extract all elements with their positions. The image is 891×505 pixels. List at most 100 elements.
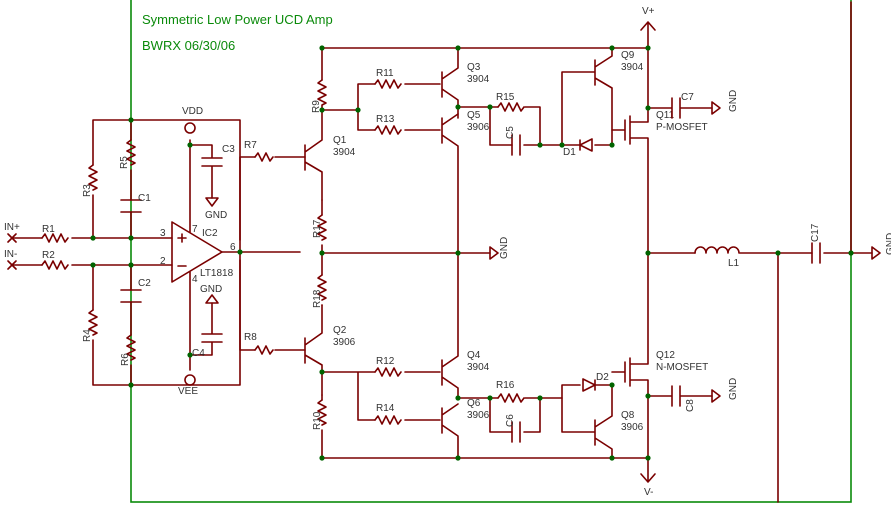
l1-label: L1 xyxy=(728,258,740,269)
lower-branch: R12 R14 Q4 3904 Q6 3906 R16 C6 D2 Q8 390… xyxy=(321,252,739,459)
q1-value: 3904 xyxy=(333,147,356,158)
q2-label: Q2 xyxy=(333,325,347,336)
resistor-r7 xyxy=(254,152,274,162)
in-minus-label: IN- xyxy=(4,249,17,260)
vminus-label: V- xyxy=(644,487,653,498)
resistor-r11 xyxy=(374,79,402,89)
resistor-r13 xyxy=(374,125,402,135)
gnd-out-label: GND xyxy=(885,233,891,255)
q3-label: Q3 xyxy=(467,62,481,73)
q6-value: 3906 xyxy=(467,410,490,421)
diode-d2 xyxy=(582,378,596,392)
pin3-label: 3 xyxy=(160,228,166,239)
r14-label: R14 xyxy=(376,403,395,414)
r8-label: R8 xyxy=(244,332,257,343)
q8-label: Q8 xyxy=(621,410,635,421)
c2-label: C2 xyxy=(138,278,151,289)
r13-label: R13 xyxy=(376,114,395,125)
junction-dots xyxy=(90,45,854,461)
resistor-r14 xyxy=(374,415,402,425)
inductor-l1 xyxy=(694,246,740,254)
in-plus-label: IN+ xyxy=(4,222,20,233)
opamp-ic2: VDD VEE IC2 LT1818 3 2 7 4 6 C3 GND C4 G… xyxy=(160,106,301,397)
r3-label: R3 xyxy=(82,184,93,197)
input-section: IN+ IN- R1 R2 R3 R5 C1 R4 C2 R6 xyxy=(4,119,241,386)
q12-label: Q12 xyxy=(656,350,675,361)
r16-label: R16 xyxy=(496,380,515,391)
q5-value: 3906 xyxy=(467,122,490,133)
r6-label: R6 xyxy=(120,353,131,366)
capacitor-c2 xyxy=(120,289,142,303)
gnd-mid-label: GND xyxy=(499,237,510,259)
q8-value: 3906 xyxy=(621,422,644,433)
r2-label: R2 xyxy=(42,250,55,261)
q3-value: 3904 xyxy=(467,74,490,85)
gnd-c4-label: GND xyxy=(200,284,222,295)
driver-stage: R7 R8 Q1 3904 Q2 3906 R9 R17 R18 R10 GND xyxy=(239,47,649,459)
d2-label: D2 xyxy=(596,372,609,383)
pin4-label: 4 xyxy=(192,274,198,285)
r4-label: R4 xyxy=(82,329,93,342)
r17-label: R17 xyxy=(312,219,323,238)
capacitor-c17 xyxy=(811,242,821,264)
r1-label: R1 xyxy=(42,224,55,235)
capacitor-c1 xyxy=(120,199,142,213)
gnd-c3-label: GND xyxy=(205,210,227,221)
q9-value: 3904 xyxy=(621,62,644,73)
resistor-r5 xyxy=(126,139,136,166)
q4-label: Q4 xyxy=(467,350,481,361)
c4-label: C4 xyxy=(192,348,205,359)
r7-label: R7 xyxy=(244,140,257,151)
q5-label: Q5 xyxy=(467,110,481,121)
resistor-r12 xyxy=(374,367,402,377)
q11-label: Q11 xyxy=(656,110,675,121)
q12-value: N-MOSFET xyxy=(656,362,708,373)
schematic-title: Symmetric Low Power UCD Amp xyxy=(142,12,333,27)
q9-label: Q9 xyxy=(621,50,635,61)
diode-d1 xyxy=(579,138,593,152)
resistor-r15 xyxy=(497,102,525,112)
upper-branch: R11 R13 Q3 3904 Q5 3906 R15 C5 D1 Q9 390… xyxy=(321,47,739,254)
resistor-r10 xyxy=(317,399,327,426)
q4-value: 3904 xyxy=(467,362,490,373)
r9-label: R9 xyxy=(311,100,322,113)
ic2-label: IC2 xyxy=(202,228,218,239)
r10-label: R10 xyxy=(312,411,323,430)
resistor-r16 xyxy=(497,393,525,403)
r12-label: R12 xyxy=(376,356,395,367)
q11-value: P-MOSFET xyxy=(656,122,708,133)
resistor-r1 xyxy=(41,233,69,243)
gnd-c8-label: GND xyxy=(728,378,739,400)
d1-label: D1 xyxy=(563,147,576,158)
resistor-r4 xyxy=(88,309,98,336)
capacitor-c6 xyxy=(511,421,521,443)
output-filter: L1 C17 GND xyxy=(647,1,891,503)
opamp-part-label: LT1818 xyxy=(200,268,234,279)
q1-label: Q1 xyxy=(333,135,347,146)
vminus-arrow xyxy=(640,457,656,483)
c1-label: C1 xyxy=(138,193,151,204)
vdd-label: VDD xyxy=(182,106,203,117)
c6-label: C6 xyxy=(505,414,516,427)
vplus-label: V+ xyxy=(642,6,655,17)
resistor-r8 xyxy=(254,345,274,355)
r11-label: R11 xyxy=(376,68,394,79)
q2-value: 3906 xyxy=(333,337,356,348)
input-terminals xyxy=(7,233,17,270)
pin7-label: 7 xyxy=(192,224,198,235)
vee-label: VEE xyxy=(178,386,198,397)
vplus-arrow xyxy=(640,21,656,49)
resistor-r3 xyxy=(88,164,98,191)
r5-label: R5 xyxy=(119,156,130,169)
q6-label: Q6 xyxy=(467,398,481,409)
c8-label: C8 xyxy=(685,399,696,412)
gnd-c7-label: GND xyxy=(728,90,739,112)
resistor-r17 xyxy=(317,214,327,241)
resistor-r2 xyxy=(41,260,69,270)
schematic-subtitle: BWRX 06/30/06 xyxy=(142,38,235,53)
r15-label: R15 xyxy=(496,92,515,103)
c17-label: C17 xyxy=(810,223,821,242)
capacitor-c5 xyxy=(511,134,521,156)
